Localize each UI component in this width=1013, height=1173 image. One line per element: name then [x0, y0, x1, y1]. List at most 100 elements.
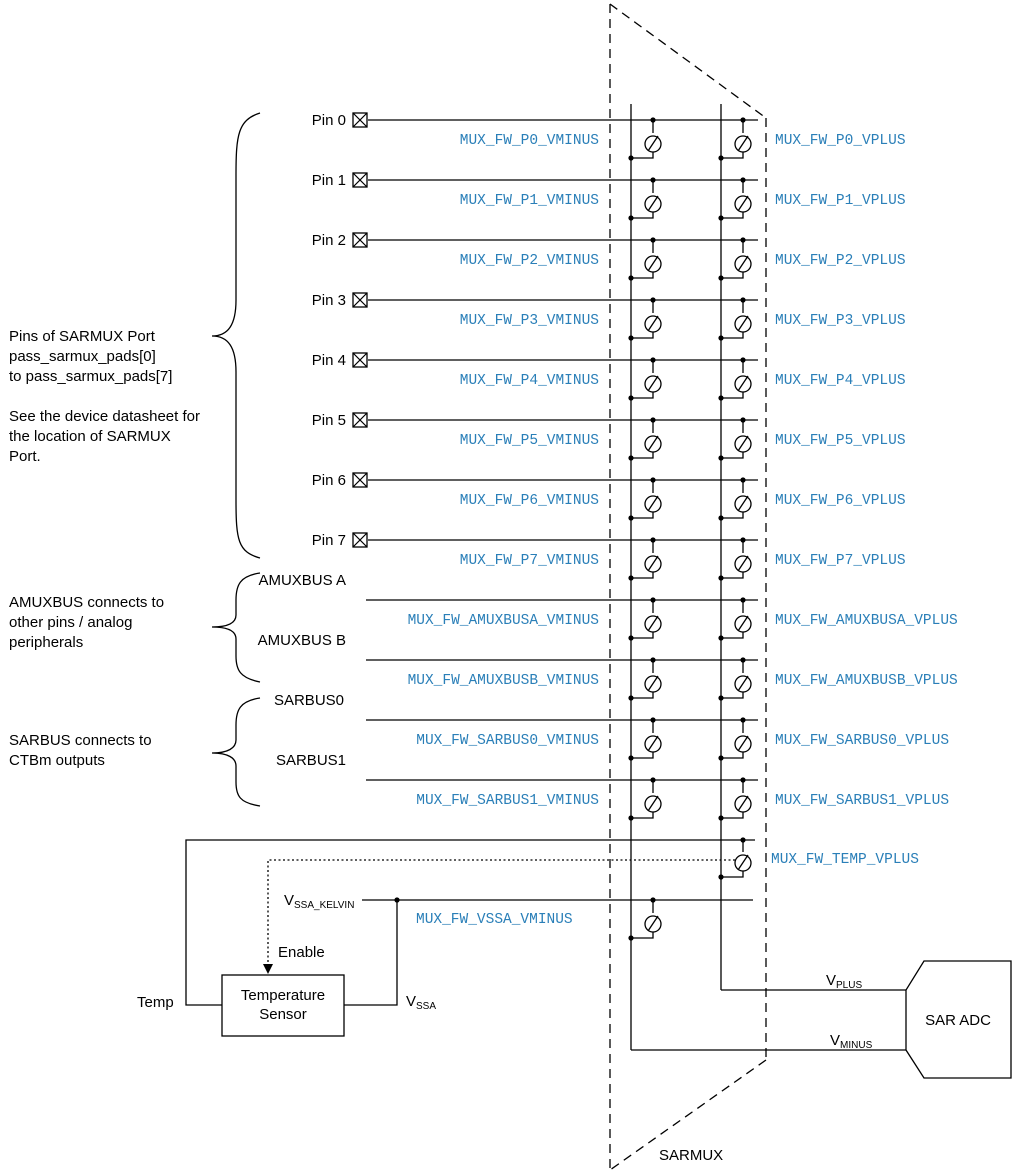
sarbus-note-line: CTBm outputs [9, 752, 105, 769]
pins-note: Pins of SARMUX Port pass_sarmux_pads[0]to… [9, 328, 200, 465]
bus-label: SARBUS1 [276, 752, 346, 769]
vplus-switch [734, 255, 752, 273]
pin-row: Pin 5 MUX_FW_P5_VMINUS MUX_FW_P5_VPLUS [312, 412, 906, 461]
pin-label: Pin 2 [312, 232, 346, 249]
vplus-signal-label: MUX_FW_SARBUS0_VPLUS [775, 733, 949, 749]
vplus-switch [734, 135, 752, 153]
bus-label: SARBUS0 [274, 692, 344, 709]
vplus-switch [734, 195, 752, 213]
vminus-signal-label: MUX_FW_SARBUS1_VMINUS [416, 793, 599, 809]
vminus-switch [644, 615, 662, 633]
temp-label: Temp [137, 994, 174, 1011]
vplus-signal-label: MUX_FW_AMUXBUSA_VPLUS [775, 613, 958, 629]
vminus-signal-label: MUX_FW_P1_VMINUS [460, 193, 599, 209]
pins-note-line: Port. [9, 448, 41, 465]
vminus-signal-label: MUX_FW_P5_VMINUS [460, 433, 599, 449]
temp-vplus-switch [734, 854, 752, 872]
vplus-switch [734, 675, 752, 693]
pins-brace [211, 112, 261, 559]
adc-vminus-label: VMINUS [830, 1032, 873, 1051]
pin-label: Pin 1 [312, 172, 346, 189]
vminus-switch [644, 135, 662, 153]
vminus-switch [644, 195, 662, 213]
vplus-switch [734, 375, 752, 393]
vminus-signal-label: MUX_FW_AMUXBUSB_VMINUS [408, 673, 599, 689]
vminus-switch [644, 735, 662, 753]
vplus-signal-label: MUX_FW_P5_VPLUS [775, 433, 906, 449]
vplus-switch [734, 795, 752, 813]
vertical-buses [630, 104, 722, 1050]
vssa-kelvin-label: VSSA_KELVIN [284, 892, 354, 911]
vplus-signal-label: MUX_FW_P1_VPLUS [775, 193, 906, 209]
vplus-switch [734, 315, 752, 333]
sarbus-note-line: SARBUS connects to [9, 732, 152, 749]
vminus-switch [644, 255, 662, 273]
vminus-switch [644, 315, 662, 333]
pins-note-line: to pass_sarmux_pads[7] [9, 368, 172, 385]
pin-label: Pin 4 [312, 352, 346, 369]
vplus-signal-label: MUX_FW_SARBUS1_VPLUS [775, 793, 949, 809]
vminus-signal-label: MUX_FW_P6_VMINUS [460, 493, 599, 509]
pin-label: Pin 0 [312, 112, 346, 129]
sar-adc: SAR ADC VPLUS VMINUS [631, 960, 1012, 1079]
pin-row: Pin 3 MUX_FW_P3_VMINUS MUX_FW_P3_VPLUS [312, 292, 906, 341]
vplus-switch [734, 495, 752, 513]
vminus-switch [644, 795, 662, 813]
vplus-signal-label: MUX_FW_P3_VPLUS [775, 313, 906, 329]
bus-label: AMUXBUS B [258, 632, 346, 649]
vplus-switch [734, 615, 752, 633]
pin-row: Pin 6 MUX_FW_P6_VMINUS MUX_FW_P6_VPLUS [312, 472, 906, 521]
amuxbus-note-line: AMUXBUS connects to [9, 594, 164, 611]
vminus-signal-label: MUX_FW_AMUXBUSA_VMINUS [408, 613, 599, 629]
vplus-signal-label: MUX_FW_P0_VPLUS [775, 133, 906, 149]
sarbus-brace [211, 697, 261, 807]
pin-row: Pin 0 MUX_FW_P0_VMINUS MUX_FW_P0_VPLUS [312, 112, 906, 161]
vplus-signal-label: MUX_FW_P6_VPLUS [775, 493, 906, 509]
pin-label: Pin 6 [312, 472, 346, 489]
temperature-sensor-line1: Temperature [241, 987, 325, 1004]
vplus-switch [734, 735, 752, 753]
vplus-signal-label: MUX_FW_AMUXBUSB_VPLUS [775, 673, 958, 689]
vminus-switch [644, 555, 662, 573]
sarmux-boundary [609, 3, 767, 1171]
vssa-vminus-switch [644, 915, 662, 933]
sar-adc-label: SAR ADC [925, 1012, 991, 1029]
pins-note-line: See the device datasheet for [9, 408, 200, 425]
temp-vplus-signal: MUX_FW_TEMP_VPLUS [771, 852, 919, 868]
vssa-label: VSSA [406, 993, 436, 1012]
vminus-switch [644, 435, 662, 453]
vssa-vminus-signal: MUX_FW_VSSA_VMINUS [416, 912, 573, 928]
vplus-signal-label: MUX_FW_P4_VPLUS [775, 373, 906, 389]
pin-label: Pin 5 [312, 412, 346, 429]
pins-note-line: the location of SARMUX [9, 428, 171, 445]
vminus-signal-label: MUX_FW_P4_VMINUS [460, 373, 599, 389]
enable-label: Enable [278, 944, 325, 961]
pins-note-line: Pins of SARMUX Port [9, 328, 156, 345]
temperature-sensor-box [221, 974, 345, 1037]
adc-vplus-label: VPLUS [826, 972, 862, 991]
vminus-signal-label: MUX_FW_P0_VMINUS [460, 133, 599, 149]
pin-label: Pin 7 [312, 532, 346, 549]
sarbus-note: SARBUS connects to CTBm outputs [9, 732, 152, 769]
vplus-switch [734, 435, 752, 453]
vminus-signal-label: MUX_FW_SARBUS0_VMINUS [416, 733, 599, 749]
vminus-switch [644, 675, 662, 693]
vminus-switch [644, 495, 662, 513]
pin-label: Pin 3 [312, 292, 346, 309]
amuxbus-brace [211, 572, 261, 683]
amuxbus-note-line: other pins / analog [9, 614, 132, 631]
vssa-wire [344, 900, 398, 1006]
temperature-sensor-line2: Sensor [259, 1006, 307, 1023]
vminus-switch [644, 375, 662, 393]
sar-adc-shape [905, 960, 1012, 1079]
pins-note-line: pass_sarmux_pads[0] [9, 348, 156, 365]
vminus-signal-label: MUX_FW_P3_VMINUS [460, 313, 599, 329]
bus-row: AMUXBUS B MUX_FW_AMUXBUSB_VMINUS MUX_FW_AM… [258, 632, 958, 701]
braces [211, 112, 261, 807]
